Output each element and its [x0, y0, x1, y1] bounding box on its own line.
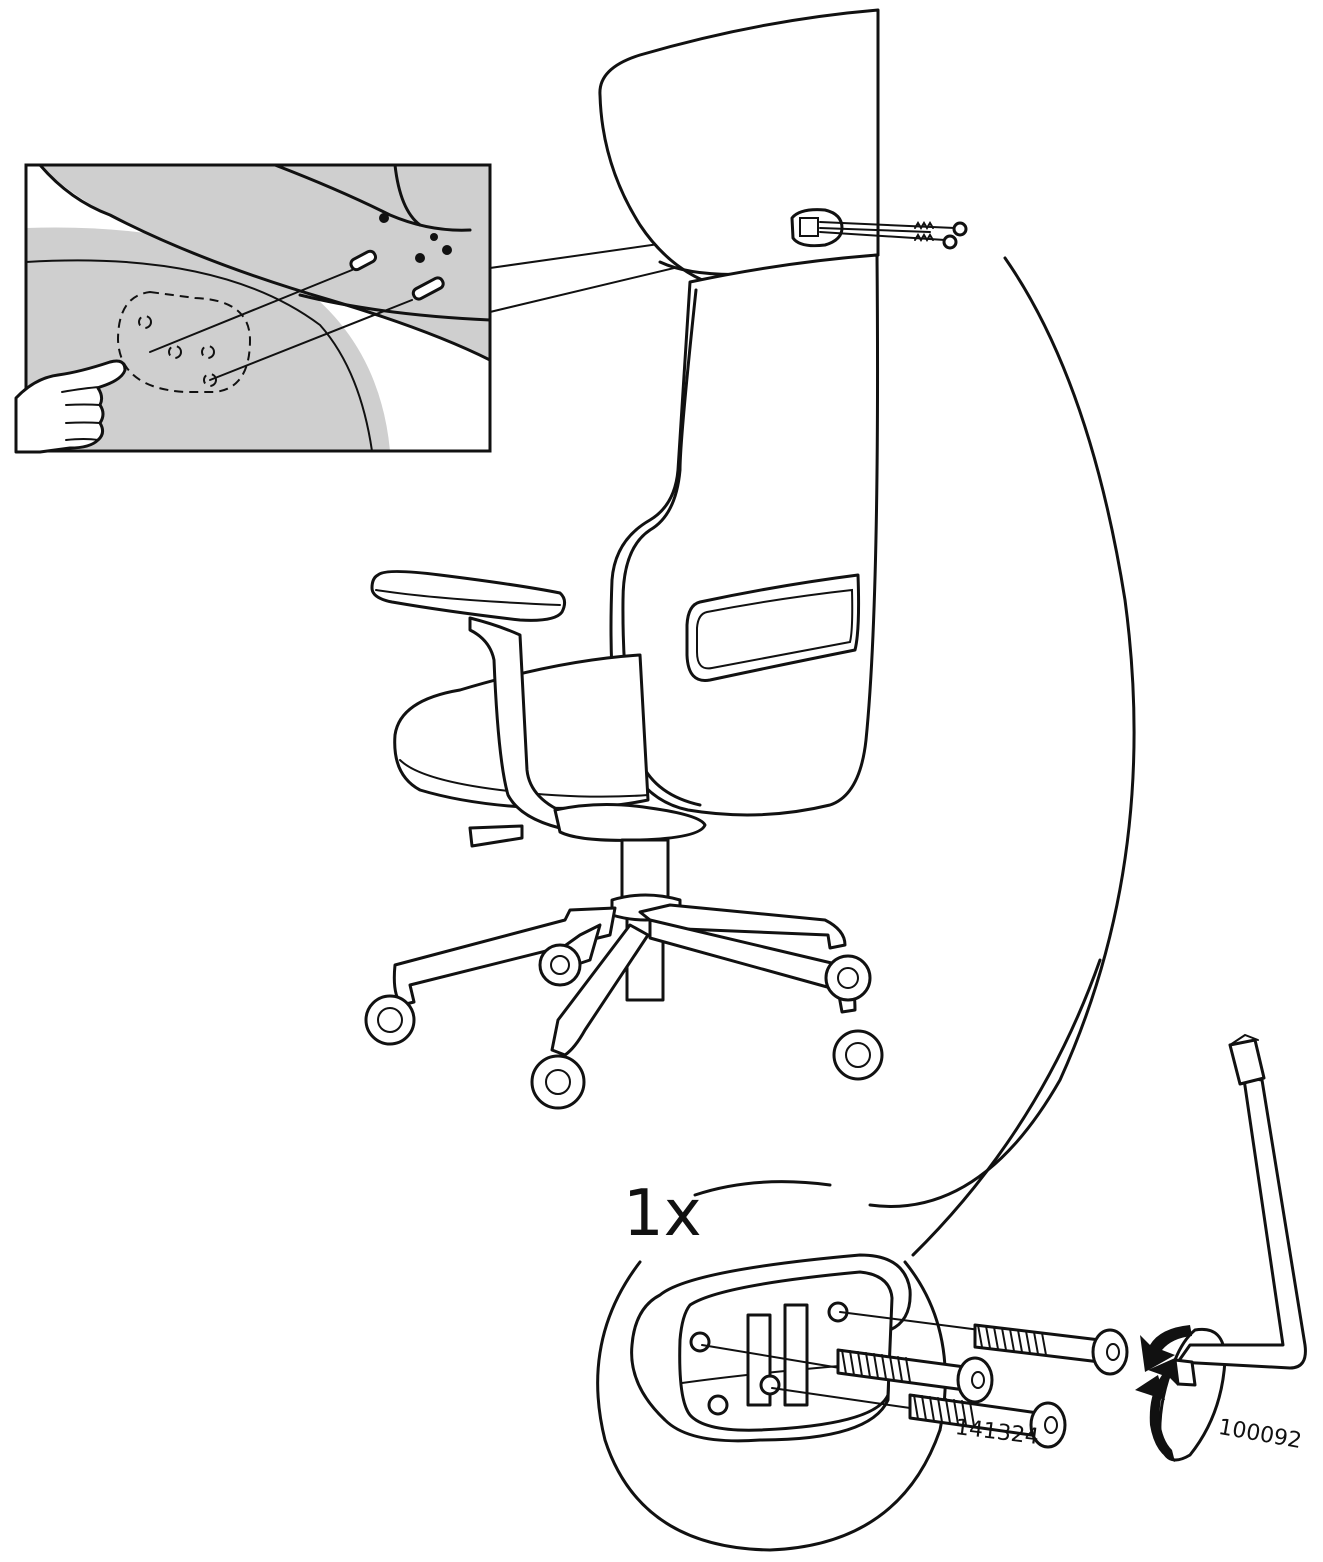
- allen-key-icon: [1173, 1033, 1307, 1387]
- caster-wheel: [538, 943, 582, 987]
- lumbar-support: [685, 573, 861, 682]
- headrest: [598, 8, 880, 287]
- pointing-hand-icon: [14, 359, 127, 454]
- quantity-label: 1x: [623, 1177, 702, 1251]
- screw-icon: [908, 1393, 1067, 1449]
- caster-wheel: [530, 1054, 586, 1110]
- caster-wheel: [832, 1029, 884, 1081]
- pin-icon: [411, 276, 445, 301]
- screw-icon: [836, 1348, 994, 1404]
- magnified-detail-circle: [596, 1180, 981, 1552]
- small-fitting-with-screws: [790, 208, 968, 250]
- backrest: [609, 253, 880, 817]
- screw-icon: [973, 1323, 1129, 1376]
- pin-icon: [349, 249, 378, 272]
- star-base: [392, 903, 857, 1057]
- armrest: [370, 570, 572, 830]
- detail-inset: [14, 163, 801, 454]
- caster-wheel: [824, 954, 872, 1002]
- caster-wheel: [364, 994, 416, 1046]
- mounting-plate: [630, 1253, 912, 1443]
